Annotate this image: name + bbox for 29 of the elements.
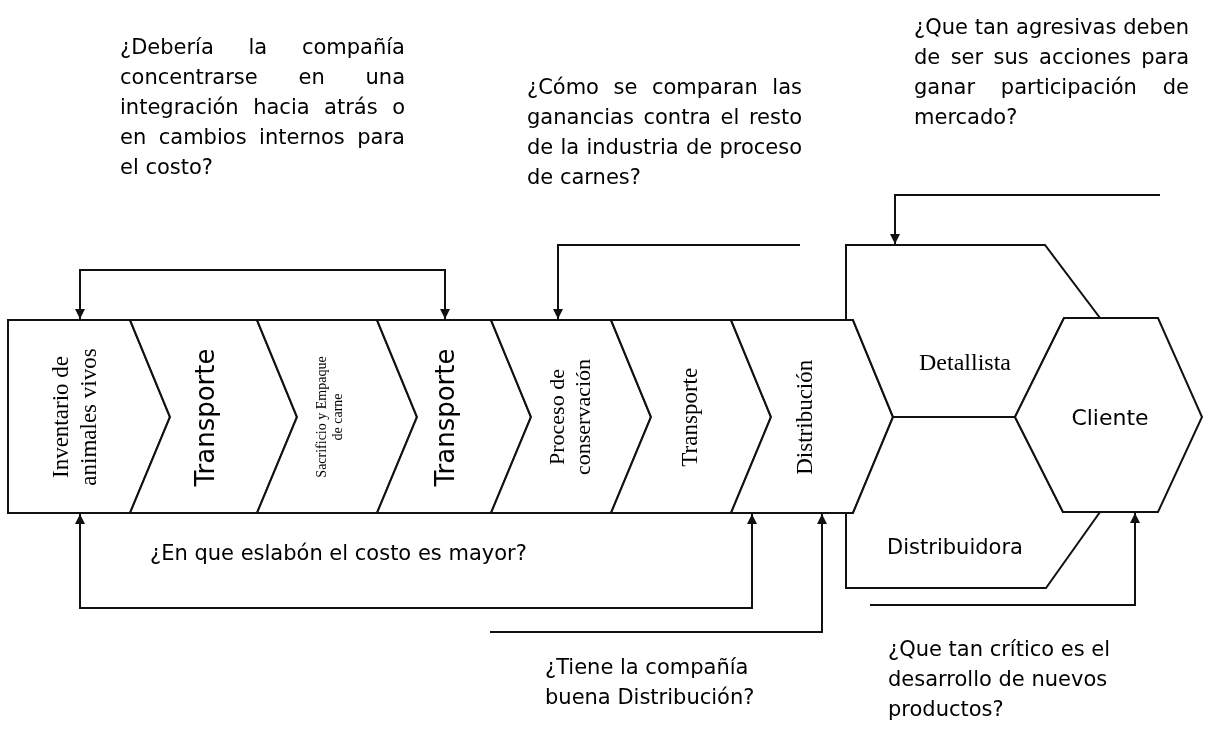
step-label: Transporte xyxy=(428,347,461,489)
question-text: ¿Que tan agresivas deben de ser sus acciones para ganar participación de mercado? xyxy=(914,14,1189,131)
step-label: Sacrificio y Empaque de carne xyxy=(314,355,346,480)
step-label: Proceso de conservación xyxy=(544,357,596,478)
question-text: ¿Cómo se comparan las ganancias contra el resto de la industria de proceso de carnes? xyxy=(527,74,802,191)
chevron-step xyxy=(611,320,771,513)
step-label: Inventario de animales vivos xyxy=(47,347,102,488)
connector-arrow xyxy=(489,513,827,633)
question-text: ¿Tiene la compañía buena Distribución? xyxy=(545,654,756,711)
step-label: Cliente xyxy=(1071,403,1149,432)
chevron-step xyxy=(377,320,531,513)
question-text: ¿Que tan crítico es el desarrollo de nuevos productos? xyxy=(888,636,1112,723)
step-label: Distribuidora xyxy=(887,534,1023,562)
chevron-step xyxy=(8,320,170,513)
connector-arrow xyxy=(553,244,801,320)
hexagon-shape xyxy=(1015,318,1202,512)
chevron-step xyxy=(491,320,651,513)
step-label: Distribución xyxy=(790,358,818,477)
step-label: Transporte xyxy=(675,366,703,469)
chevron-step xyxy=(731,320,893,513)
question-text: ¿Debería la compañía concentrarse en una integración hacia atrás o en cambios internos para el costo? xyxy=(120,34,405,181)
step-label: Transporte xyxy=(188,347,221,489)
connector-arrow xyxy=(890,194,1161,245)
connector-arrow xyxy=(75,513,757,609)
step-label: Detallista xyxy=(919,348,1011,377)
connector-arrow xyxy=(869,512,1140,606)
connector-arrow xyxy=(75,269,450,320)
chevron-step xyxy=(130,320,297,513)
chevron-step xyxy=(257,320,417,513)
